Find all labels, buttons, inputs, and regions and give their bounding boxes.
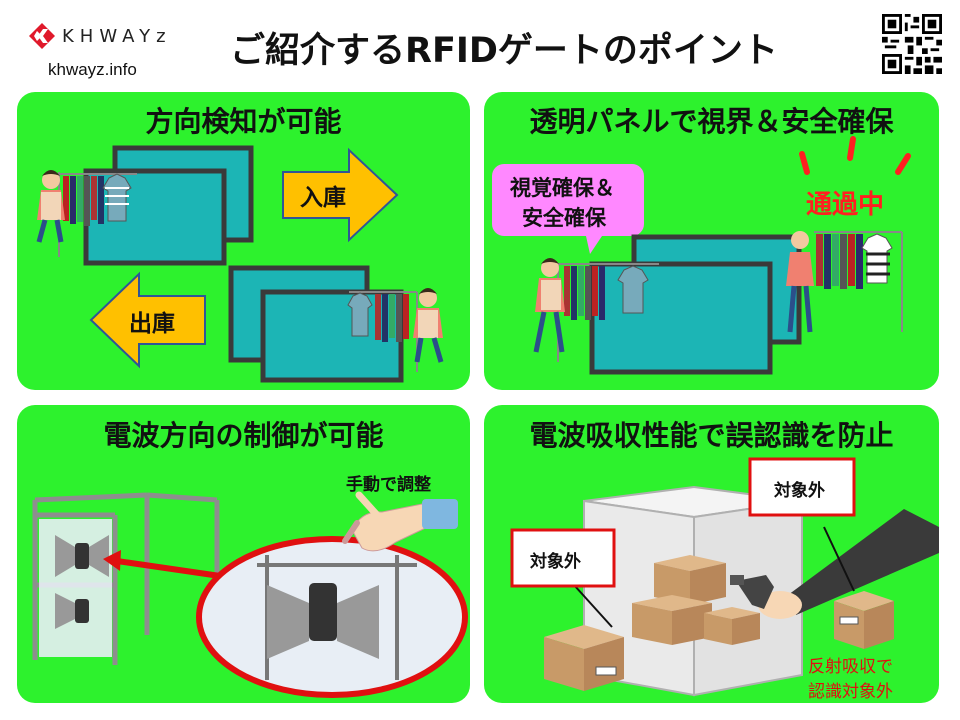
panel-title: 電波吸収性能で誤認識を防止 bbox=[529, 419, 894, 452]
speech-bubble-icon bbox=[492, 164, 644, 254]
clothes-rack-icon bbox=[58, 172, 137, 257]
panel2-illustration bbox=[492, 136, 911, 375]
site-url[interactable]: khwayz.info bbox=[48, 60, 137, 79]
worker-person-icon bbox=[786, 231, 814, 333]
handheld-scanner-icon bbox=[730, 509, 939, 619]
worker-person-icon bbox=[413, 288, 444, 363]
label-box-icon bbox=[748, 457, 856, 517]
gate-panel-icon bbox=[83, 145, 254, 266]
antenna-icon bbox=[267, 583, 379, 659]
arrow-out-label: 出庫 bbox=[129, 311, 175, 337]
page-title: ご紹介するRFIDゲートのポイント bbox=[230, 31, 778, 71]
panel1-illustration bbox=[36, 145, 444, 383]
bubble-text-line2: 安全確保 bbox=[522, 206, 606, 230]
alert-lines-icon bbox=[799, 136, 911, 175]
qr-code-icon bbox=[882, 14, 942, 74]
clothes-rack-icon bbox=[557, 263, 659, 362]
khwayz-logo-icon bbox=[29, 23, 55, 49]
absorption-note-line2: 認識対象外 bbox=[808, 682, 893, 702]
excluded-label-left: 対象外 bbox=[530, 552, 581, 572]
panel4-illustration bbox=[510, 457, 939, 697]
panel-title: 電波方向の制御が可能 bbox=[103, 419, 384, 452]
worker-person-icon bbox=[533, 258, 565, 353]
cardboard-box-icon bbox=[834, 591, 894, 649]
cardboard-box-icon bbox=[632, 555, 760, 645]
bubble-text-line1: 視覚確保＆ bbox=[510, 176, 615, 200]
panel-title: 方向検知が可能 bbox=[145, 105, 342, 138]
pointer-arrow-icon bbox=[103, 550, 121, 571]
antenna-icon bbox=[55, 535, 109, 629]
manual-adjust-label: 手動で調整 bbox=[346, 475, 431, 495]
label-box-icon bbox=[510, 528, 616, 588]
logo-text: KHWAYz bbox=[62, 26, 172, 47]
worker-person-icon bbox=[36, 170, 65, 243]
passing-label: 通過中 bbox=[806, 190, 885, 220]
arrow-out-icon bbox=[89, 271, 206, 369]
arrow-in-icon bbox=[282, 147, 399, 243]
clothes-rack-icon bbox=[814, 231, 903, 332]
absorption-note-line1: 反射吸収で bbox=[808, 657, 893, 677]
panel-title: 透明パネルで視界＆安全確保 bbox=[529, 105, 894, 138]
excluded-label-right: 対象外 bbox=[774, 481, 825, 501]
arrow-in-label: 入庫 bbox=[300, 185, 346, 211]
hand-icon bbox=[342, 491, 458, 552]
panel3-illustration bbox=[32, 491, 468, 698]
cardboard-box-icon bbox=[544, 625, 624, 691]
